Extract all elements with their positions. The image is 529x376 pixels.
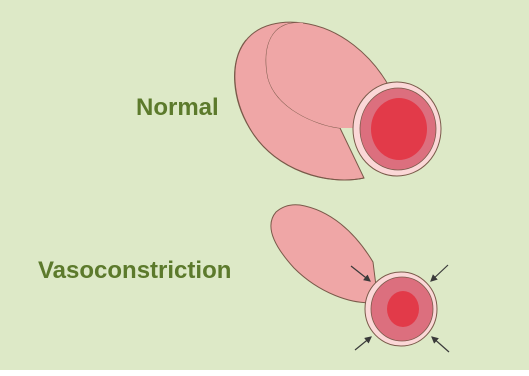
blood-vessel-constricted-icon <box>271 205 437 346</box>
blood-vessel-normal-icon <box>235 22 441 180</box>
